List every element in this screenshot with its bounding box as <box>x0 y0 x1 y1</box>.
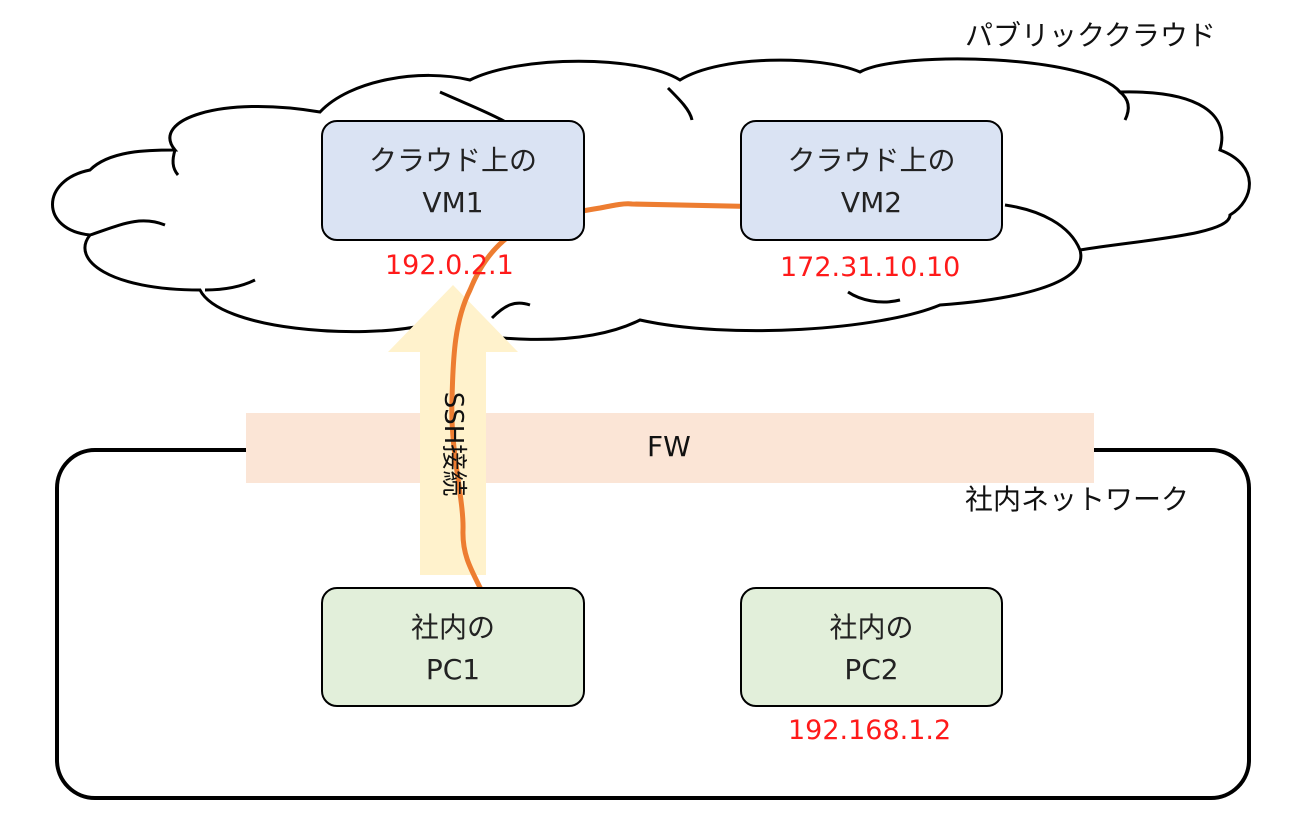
internal-network-title: 社内ネットワーク <box>965 483 1190 516</box>
vm1-ip: 192.0.2.1 <box>385 250 514 281</box>
pc1-line2: PC1 <box>425 653 481 686</box>
pc2-ip: 192.168.1.2 <box>788 715 952 746</box>
ssh-label: SSH接続 <box>438 391 468 497</box>
connection-path <box>449 201 778 611</box>
vm2-ip: 172.31.10.10 <box>780 252 961 283</box>
vm1-box: クラウド上の VM1 <box>321 120 585 241</box>
pc2-box: 社内の PC2 <box>740 587 1003 707</box>
vm2-box: クラウド上の VM2 <box>740 120 1003 241</box>
cloud-shape <box>51 57 1251 341</box>
vm2-line2: VM2 <box>840 186 903 219</box>
pc2-line1: 社内の <box>829 611 914 644</box>
firewall-label: FW <box>647 430 691 463</box>
pc1-line1: 社内の <box>410 611 495 644</box>
vm1-line1: クラウド上の <box>368 144 537 177</box>
firewall-band <box>246 413 1094 483</box>
vm1-line2: VM1 <box>422 186 484 219</box>
pc2-line2: PC2 <box>844 653 899 686</box>
pc1-box: 社内の PC1 <box>321 587 585 707</box>
vm2-line1: クラウド上の <box>787 144 956 177</box>
cloud-title: パブリッククラウド <box>965 19 1216 52</box>
